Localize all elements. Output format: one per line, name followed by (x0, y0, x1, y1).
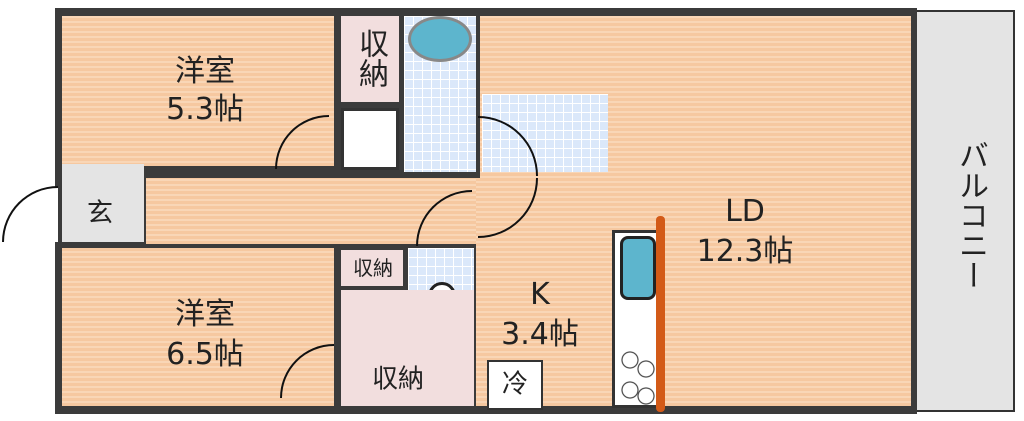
storage-small-label: 収納 (353, 256, 393, 280)
storage-small (341, 250, 403, 286)
ld-size: 12.3帖 (696, 234, 794, 269)
fridge-box (487, 360, 543, 410)
ld-name: LD (725, 194, 765, 229)
k-size: 3.4帖 (501, 317, 579, 352)
western-2-name: 洋室 (175, 297, 235, 332)
entrance (62, 164, 144, 242)
storage-top-label: 収納 (353, 28, 388, 88)
washbasin (408, 16, 472, 62)
storage-big-label: 収納 (371, 364, 425, 395)
k-name: K (530, 277, 550, 312)
western-1-size: 5.3帖 (166, 92, 244, 127)
entrance-door[interactable] (2, 186, 58, 242)
entrance-label: 玄 (86, 198, 114, 229)
storage-big (341, 290, 474, 406)
storage-top (341, 16, 399, 102)
balcony-label: バルコニー (953, 140, 988, 290)
western-1-name: 洋室 (175, 54, 235, 89)
counter-edge (656, 216, 665, 412)
stove-icon (618, 345, 658, 405)
western-2-size: 6.5帖 (166, 337, 244, 372)
kitchen-sink (620, 236, 656, 300)
washer-space (341, 108, 399, 170)
fridge-label: 冷 (501, 369, 529, 400)
